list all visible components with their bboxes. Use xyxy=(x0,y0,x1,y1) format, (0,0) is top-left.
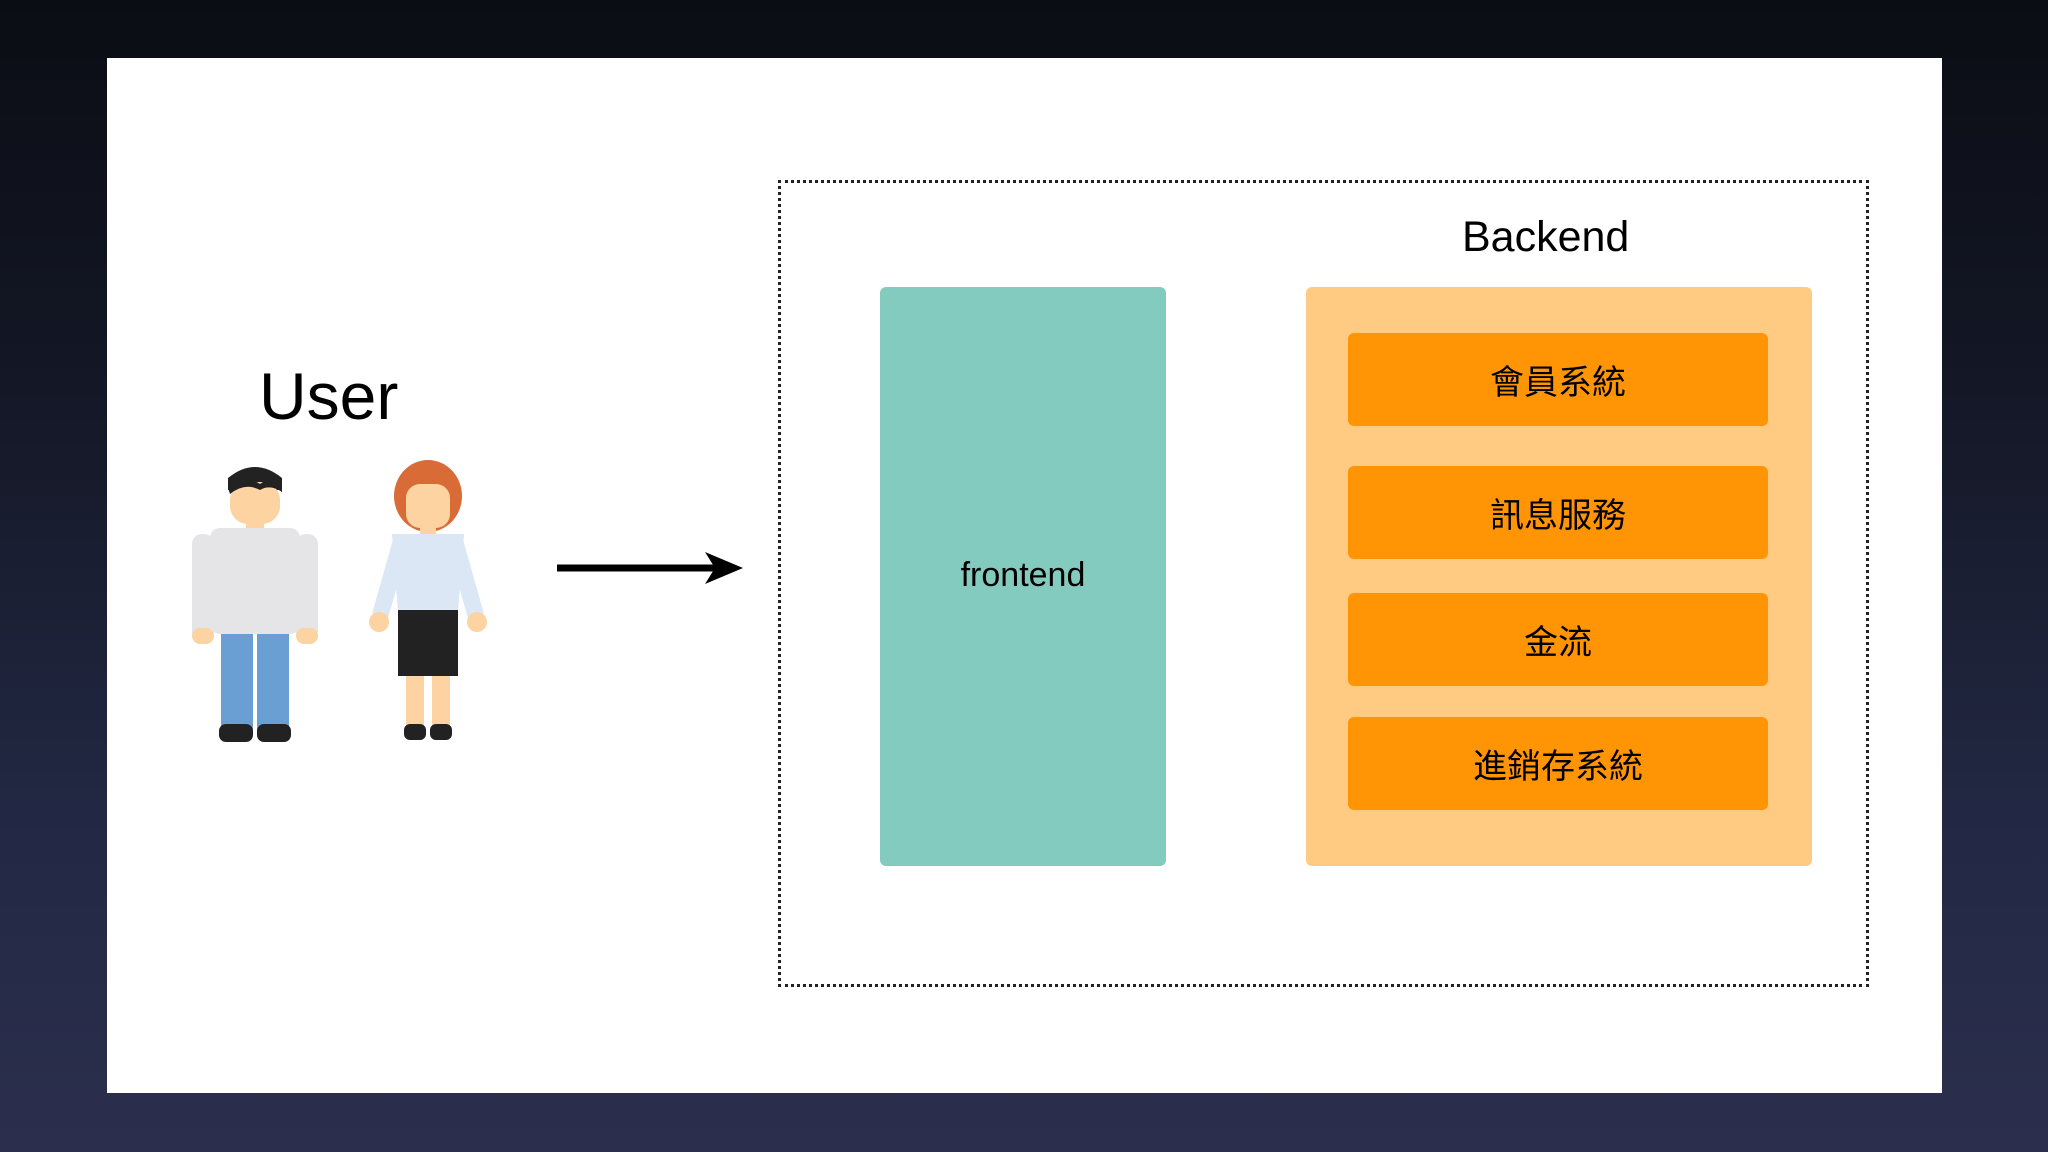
service-inventory: 進銷存系統 xyxy=(1348,717,1768,810)
backend-container: 會員系統 訊息服務 金流 進銷存系統 xyxy=(1306,287,1812,866)
user-title: User xyxy=(259,359,399,433)
frontend-label: frontend xyxy=(960,556,1086,594)
service-payment: 金流 xyxy=(1348,593,1768,686)
backend-label: Backend xyxy=(1462,213,1630,261)
man-icon xyxy=(192,467,318,742)
woman-icon xyxy=(369,460,487,740)
service-membership: 會員系統 xyxy=(1348,333,1768,426)
flow-arrow xyxy=(557,552,743,584)
service-messaging: 訊息服務 xyxy=(1348,466,1768,559)
system-boundary xyxy=(778,180,1869,987)
slide-canvas: User xyxy=(107,58,1942,1093)
frontend-box: frontend xyxy=(880,287,1166,866)
